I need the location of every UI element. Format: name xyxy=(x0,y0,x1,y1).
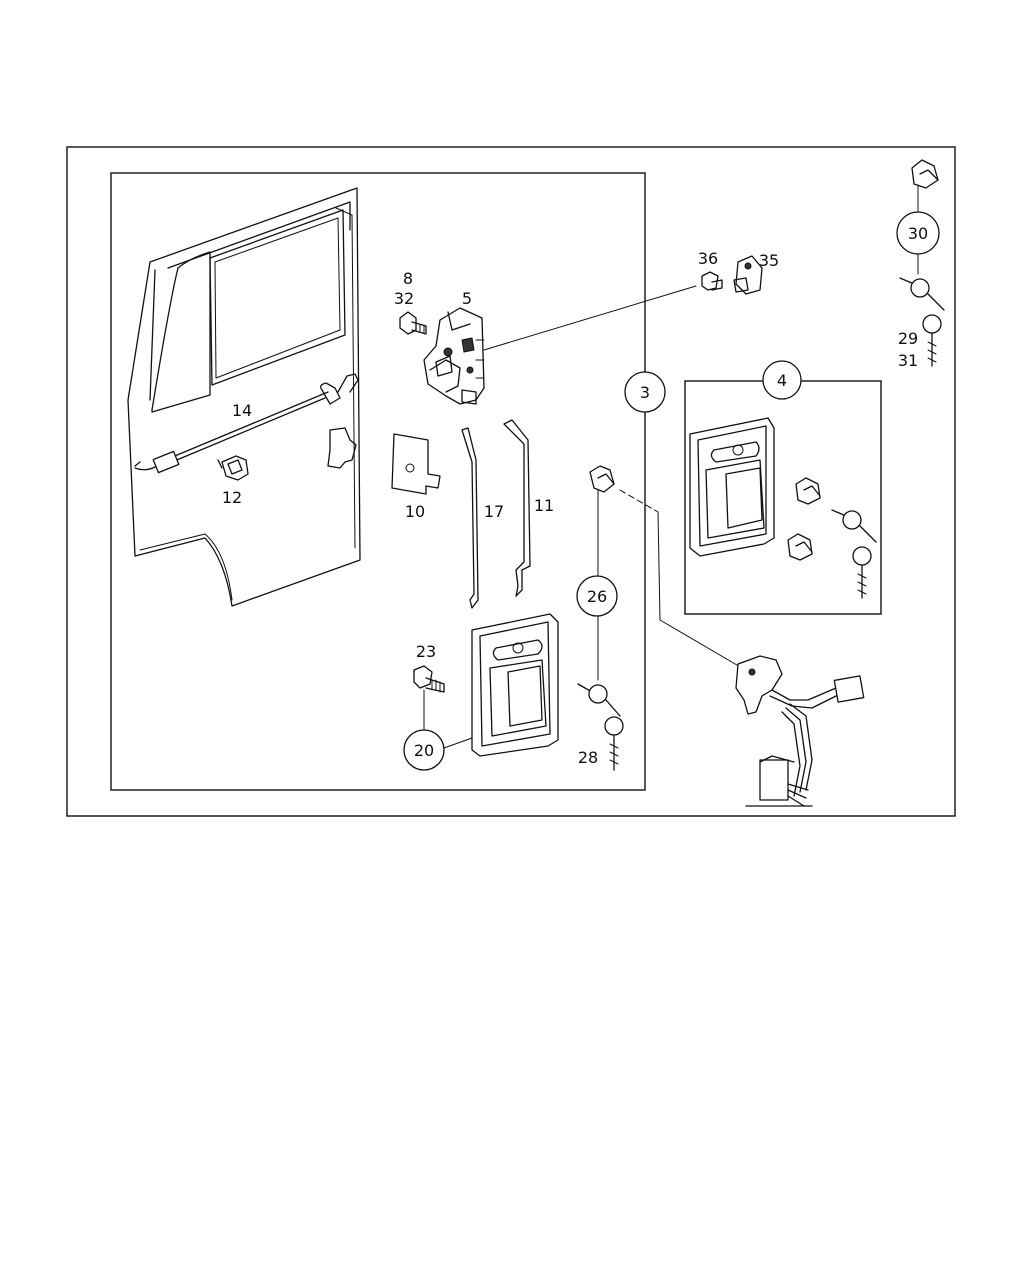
label-5: 5 xyxy=(462,289,472,308)
handle-set-4 xyxy=(689,417,877,599)
keys-29-31 xyxy=(899,277,945,367)
leader-20 xyxy=(423,689,473,749)
screw-36 xyxy=(701,271,723,291)
label-8: 8 xyxy=(403,269,413,288)
label-3: 3 xyxy=(640,383,650,402)
keys-28 xyxy=(577,683,624,771)
label-30: 30 xyxy=(908,224,928,243)
label-32: 32 xyxy=(394,289,414,308)
label-14: 14 xyxy=(232,401,252,420)
outer-frame xyxy=(66,146,956,817)
label-36: 36 xyxy=(698,249,718,268)
switch-harness xyxy=(735,655,865,807)
label-28: 28 xyxy=(578,748,598,767)
rod-17 xyxy=(461,427,479,609)
leader-3-switch xyxy=(657,511,743,669)
label-31: 31 xyxy=(898,351,918,370)
bolt-23 xyxy=(413,665,445,693)
label-35: 35 xyxy=(759,251,779,270)
label-10: 10 xyxy=(405,502,425,521)
callout-circle-3 xyxy=(624,371,666,413)
door-panel xyxy=(127,187,361,607)
plate-10 xyxy=(391,433,441,495)
inner-frame-door xyxy=(110,172,646,791)
door-lock-5 xyxy=(423,307,485,405)
label-26: 26 xyxy=(587,587,607,606)
clip-12 xyxy=(217,455,249,481)
callout-circle-20 xyxy=(403,729,445,771)
callout-circle-26 xyxy=(576,575,618,617)
cylinder-30 xyxy=(911,159,939,275)
label-12: 12 xyxy=(222,488,242,507)
bolt-8-32 xyxy=(399,311,427,335)
label-11: 11 xyxy=(534,496,554,515)
callout-circle-30 xyxy=(896,211,940,255)
callout-circle-4 xyxy=(762,360,802,400)
outside-handle-20 xyxy=(471,613,559,757)
dashed-leader-26 xyxy=(619,489,659,513)
leader-5-36 xyxy=(483,285,697,351)
rod-11 xyxy=(503,419,531,597)
label-23: 23 xyxy=(416,642,436,661)
label-29: 29 xyxy=(898,329,918,348)
cable-rod-14 xyxy=(134,373,359,474)
lock-cylinder-26 xyxy=(589,465,615,681)
label-17: 17 xyxy=(484,502,504,521)
label-4: 4 xyxy=(777,371,787,390)
striker-35 xyxy=(733,255,763,295)
label-20: 20 xyxy=(414,741,434,760)
